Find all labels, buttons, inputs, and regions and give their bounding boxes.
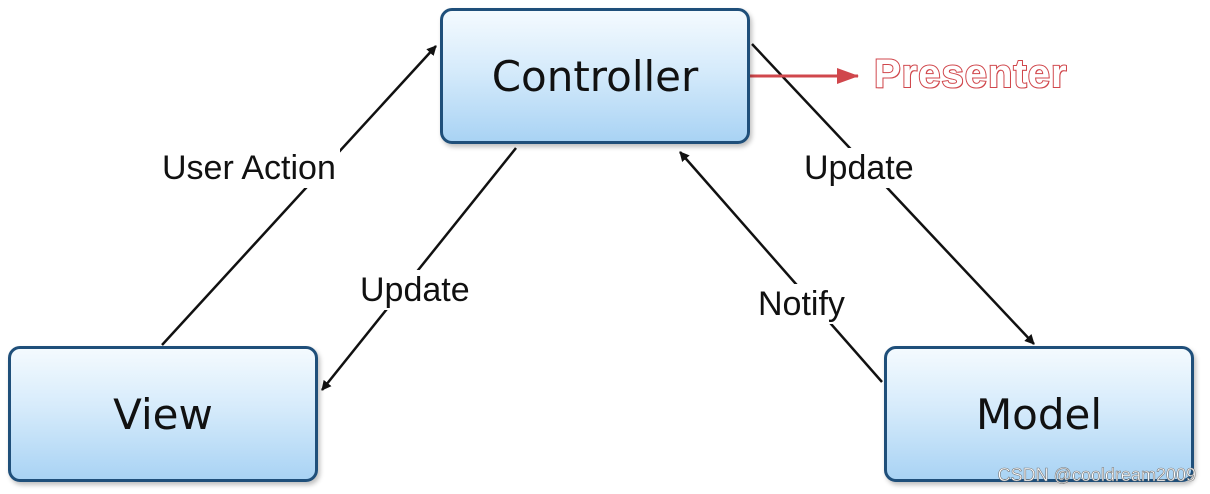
update-view-arrow — [321, 147, 517, 391]
controller-label: Controller — [491, 51, 699, 101]
watermark: CSDN @cooldream2009 — [997, 465, 1196, 486]
presenter-annotation: Presenter — [873, 51, 1068, 97]
update-view-label: Update — [356, 270, 474, 310]
view-node: View — [8, 346, 318, 482]
update-model-arrow — [751, 43, 1035, 345]
model-node: Model — [884, 346, 1194, 482]
notify-label: Notify — [754, 284, 849, 324]
controller-node: Controller — [440, 8, 750, 144]
view-label: View — [113, 389, 213, 439]
user-action-arrow — [161, 45, 437, 346]
user-action-label: User Action — [158, 148, 340, 188]
model-label: Model — [975, 389, 1103, 439]
update-model-label: Update — [800, 148, 918, 188]
notify-arrow — [679, 151, 883, 383]
